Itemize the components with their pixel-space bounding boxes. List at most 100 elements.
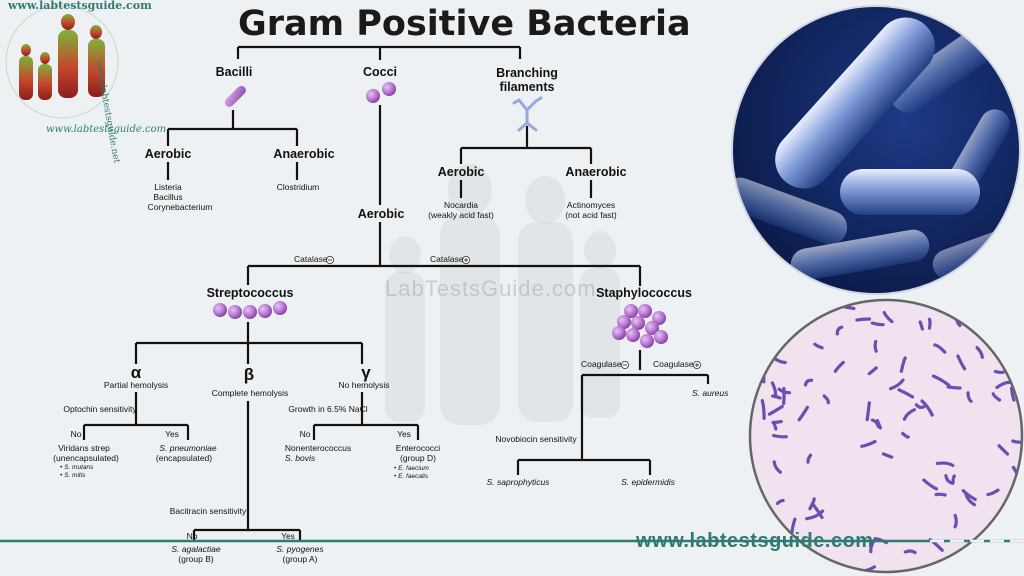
s-pyogenes-note: (group A) [282,554,318,564]
stained-rod [822,394,831,405]
stained-rod [813,342,824,350]
alpha-hemolysis: Partial hemolysis [103,380,169,390]
branching-filament-icon [512,96,543,132]
beta-symbol: β [243,365,255,384]
stained-rod [975,346,984,359]
optochin-no: No [70,429,82,439]
s-epidermidis-label: S. epidermidis [621,477,675,487]
branching-label-line2: filaments [499,80,555,94]
novobiocin-test-label: Novobiocin sensitivity [495,434,577,444]
streptococcus-chain-icon [213,301,287,319]
page-title: Gram Positive Bacteria [238,4,691,44]
s-aureus-label: S. aureus [692,388,729,398]
bacilli-label: Bacilli [215,65,253,79]
stained-rod [995,380,1012,389]
alpha-symbol: α [130,363,142,382]
branching-aerobic-label: Aerobic [437,165,485,179]
stained-rod [803,378,814,387]
nacl-no: No [299,429,311,439]
coagulase-negative-sign-icon [621,360,630,369]
staphylococcus-label: Staphylococcus [596,286,692,300]
stained-rod [790,517,797,534]
enterococci-note: (group D) [400,453,436,463]
stained-rod [760,399,766,420]
stained-rod [991,392,1002,402]
coagulase-positive-label: Coagulase [653,359,694,369]
bacilli-aerobic-example: Bacillus [153,192,183,202]
species-e-faecium: • E. faecium [394,465,429,472]
logo-top-text: www.labtestsguide.com [8,0,152,12]
streptococcus-label: Streptococcus [206,286,294,300]
bacitracin-yes: Yes [281,531,295,541]
cocci-pair-icon [366,82,396,103]
gram-stain-micrograph [748,298,1024,574]
branching-aerobic-example: (weakly acid fast) [428,210,494,220]
stained-rod [944,474,955,485]
bacillus-rod-icon [224,85,246,107]
stained-rod [772,433,788,439]
gamma-symbol: γ [361,363,371,382]
sem-bacteria-image [731,5,1021,295]
s-agalactiae-label: S. agalactiae [171,544,221,554]
branching-label-line1: Branching [496,66,558,80]
stained-rod [808,497,816,511]
stained-rod [865,401,871,422]
catalase-negative-label: Catalase [294,254,328,264]
stained-rod [833,360,845,373]
s-agalactiae-note: (group B) [178,554,214,564]
bacilli-aerobic-example: Listeria [154,182,182,192]
bacilli-anaerobic-example: Clostridium [276,182,320,192]
stained-rod [1010,386,1016,402]
nacl-yes: Yes [397,429,411,439]
stained-rod [897,388,915,399]
stained-rod [966,391,973,403]
stained-rod [882,310,894,324]
stained-rod [881,452,894,459]
catalase-positive-label: Catalase [430,254,464,264]
gamma-hemolysis: No hemolysis [338,380,390,390]
branching-anaerobic-example: (not acid fast) [565,210,617,220]
bacilli-aerobic-label: Aerobic [144,147,192,161]
stained-rod [918,320,924,331]
stained-rod [964,493,977,507]
bacitracin-no: No [186,531,198,541]
stained-rod [993,369,1005,375]
stained-rod [889,378,905,391]
stained-rod [873,339,878,353]
stained-rod [902,408,916,421]
site-logo [5,5,119,119]
viridans-strep-note: (unencapsulated) [53,453,119,463]
stained-rod [931,374,951,387]
stained-rod [767,404,784,416]
logo-bottom-text: www.labtestsguide.com [46,124,167,135]
stained-rod [927,317,932,330]
stained-rod [901,431,910,439]
bacilli-aerobic-example: Corynebacterium [147,202,213,212]
nacl-test-label: Growth in 6.5% NaCl [288,404,368,414]
beta-hemolysis: Complete hemolysis [211,388,289,398]
watermark-text: LabTestsGuide.com [385,276,596,302]
family-silhouette-icon [19,14,105,100]
s-pneumoniae-label: S. pneumoniae [159,443,217,453]
stained-rod [920,399,934,417]
stained-rod [986,488,1000,497]
branching-anaerobic-example: Actinomyces [566,200,616,210]
branching-anaerobic-label: Anaerobic [565,165,627,179]
stained-rod [771,394,782,400]
stained-rod [951,474,956,484]
stained-rod [946,385,962,390]
stained-rod [1011,439,1022,444]
stained-rod [935,461,955,468]
species-s-mitis: • S. mitis [60,472,86,479]
cocci-label: Cocci [362,65,398,79]
stained-rod [797,405,809,422]
stained-rod [933,343,947,354]
stained-rod [771,420,778,431]
catalase-negative-sign-icon [325,255,334,264]
s-pyogenes-label: S. pyogenes [276,544,324,554]
coagulase-negative-label: Coagulase [581,359,622,369]
